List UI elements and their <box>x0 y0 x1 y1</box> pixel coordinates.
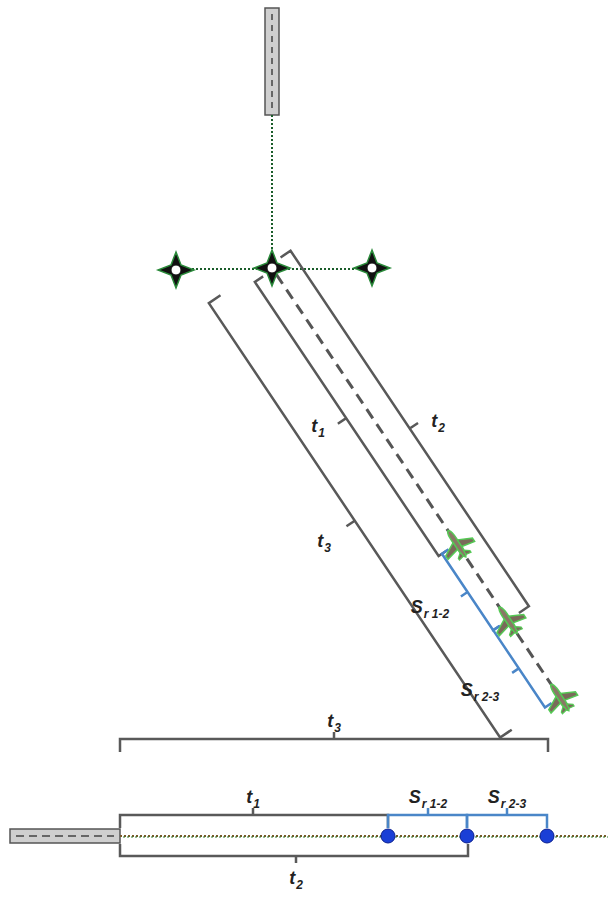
dimension-label: Sr 2-3 <box>461 681 499 699</box>
dimension-label: Sr 2-3 <box>488 788 526 806</box>
aircraft-dot <box>460 829 474 843</box>
time-bracket <box>120 732 548 752</box>
aircraft-dot <box>381 829 395 843</box>
route-line <box>120 835 608 837</box>
route-line <box>271 115 273 256</box>
dimension-label: t1 <box>246 788 260 806</box>
route-line <box>121 837 608 838</box>
time-bracket <box>247 276 447 561</box>
waypoint-symbol <box>158 252 194 288</box>
aircraft <box>486 598 530 642</box>
dimension-label: t2 <box>289 869 303 887</box>
time-bracket <box>201 295 512 743</box>
dimension-label: Sr 1-2 <box>411 598 449 616</box>
dimension-label: t1 <box>311 417 325 435</box>
dimension-label: t3 <box>327 712 341 730</box>
spacing-bracket <box>435 549 500 634</box>
aircraft-dot <box>540 829 554 843</box>
waypoint-symbol <box>254 250 290 286</box>
approach-path <box>201 244 598 757</box>
aircraft <box>435 522 479 566</box>
waypoint-symbol <box>354 250 390 286</box>
spacing-bracket <box>467 808 547 828</box>
dimension-label: Sr 1-2 <box>409 788 447 806</box>
time-bracket <box>281 245 538 613</box>
runway <box>265 8 279 115</box>
aircraft <box>538 675 582 719</box>
dimension-label: t3 <box>317 532 331 550</box>
time-bracket <box>120 844 468 863</box>
time-bracket <box>120 808 388 828</box>
spacing-bracket <box>388 808 467 828</box>
runway <box>10 829 120 843</box>
dimension-label: t2 <box>431 412 445 430</box>
